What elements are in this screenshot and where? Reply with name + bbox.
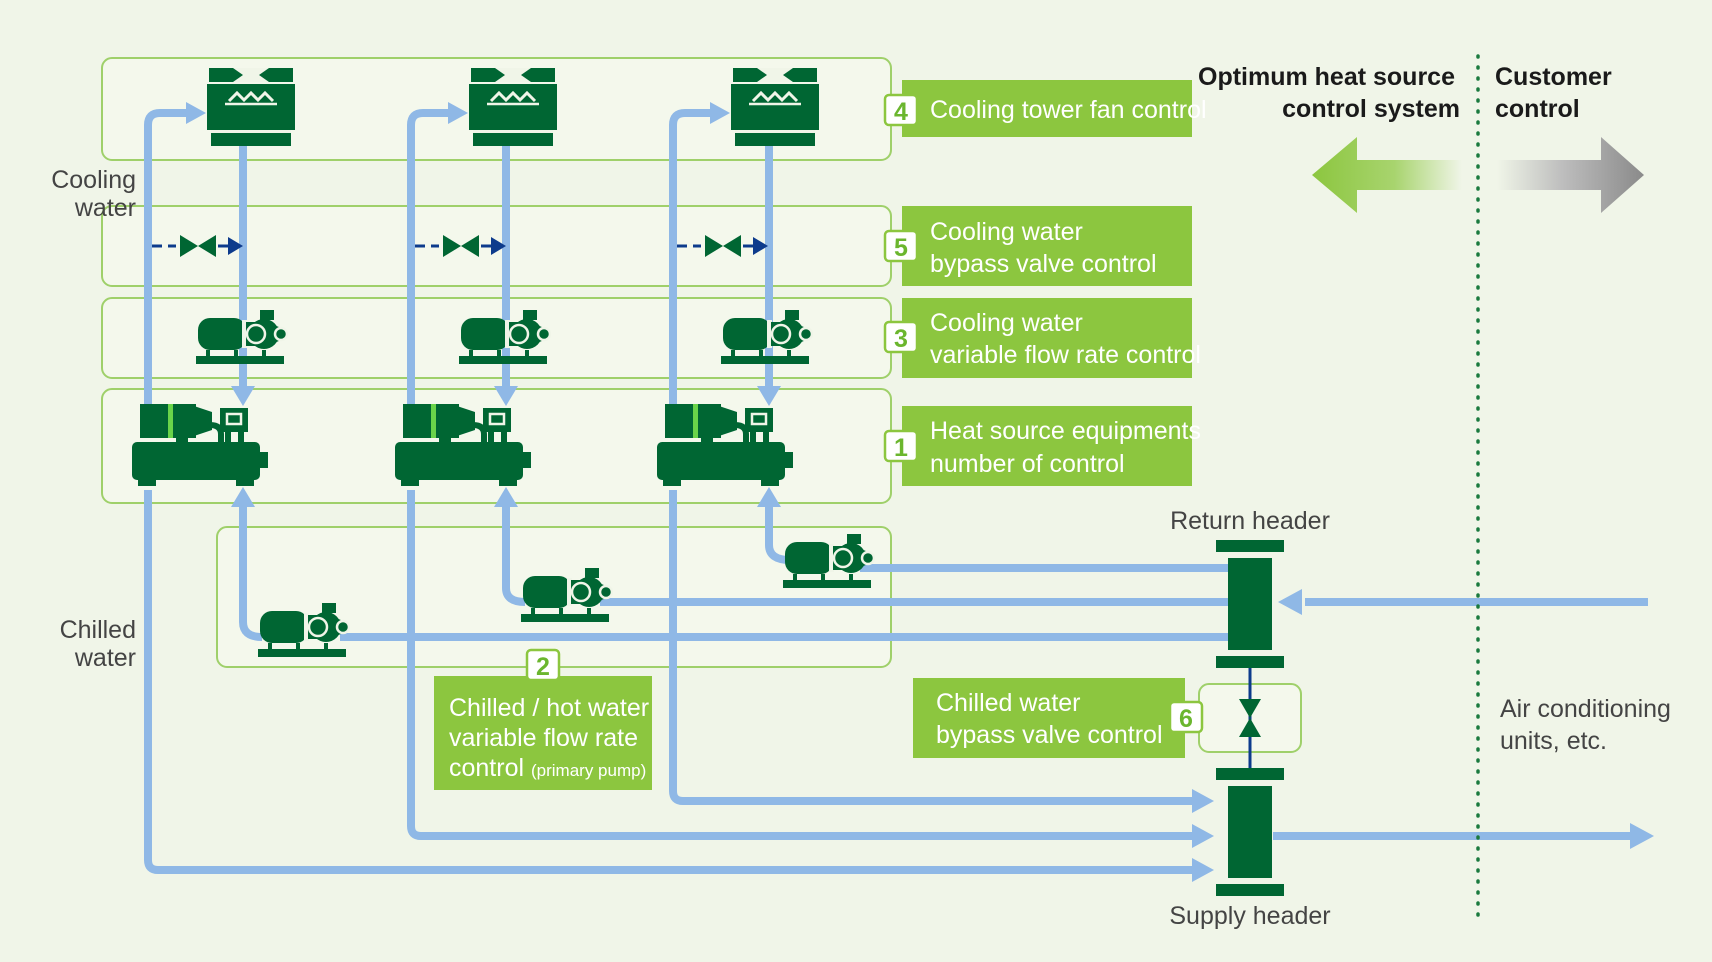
control-number: 6: [1179, 705, 1193, 733]
control-box-3: 3 Cooling water variable flow rate contr…: [883, 298, 1201, 378]
scope-labels: Optimum heat source control system Custo…: [1198, 63, 1612, 123]
control-label: Heat source equipments: [930, 417, 1201, 445]
control-box-6: 6 Chilled water bypass valve control: [913, 678, 1204, 758]
cooling-water-riser-2: [407, 109, 452, 408]
air-conditioning-label: Air conditioning: [1500, 695, 1671, 723]
cooling-water-riser-1: [144, 109, 190, 408]
control-label: Chilled / hot water: [449, 694, 649, 722]
return-header-label: Return header: [1170, 507, 1330, 535]
chiller-icon: [395, 404, 531, 488]
chillers: [132, 404, 793, 488]
control-label: Cooling water: [930, 218, 1083, 246]
customer-scope-arrow: [1497, 137, 1644, 213]
pump-to-chiller-2: [502, 505, 526, 606]
customer-scope-label: control: [1495, 95, 1580, 123]
control-number: 2: [536, 653, 550, 681]
chiller-icon: [657, 404, 793, 488]
cooling-tower-icon: [207, 68, 295, 148]
control-label: control (primary pump): [449, 754, 646, 782]
control-box-2: 2 Chilled / hot water variable flow rate…: [434, 648, 652, 790]
optimum-scope-arrow: [1312, 137, 1462, 213]
control-number: 4: [894, 98, 908, 126]
customer-scope-label: Customer: [1495, 63, 1612, 91]
two-way-valve-icon: [1239, 668, 1261, 768]
control-label: Cooling water: [930, 309, 1083, 337]
control-label: variable flow rate: [449, 724, 638, 752]
control-number: 1: [894, 434, 908, 462]
chiller-icon: [132, 404, 268, 488]
chilled-water-label: water: [74, 644, 136, 672]
three-way-valve-icon: [677, 235, 768, 257]
pipes: [144, 109, 1648, 874]
control-box-4: 4 Cooling tower fan control: [883, 80, 1207, 137]
pipe-arrows: [186, 102, 1654, 882]
optimum-scope-label: control system: [1282, 95, 1460, 123]
pump-to-chiller-1: [239, 505, 263, 641]
three-way-valve-icon: [152, 235, 243, 257]
control-number: 5: [894, 234, 908, 262]
cooling-water-label: Cooling: [51, 166, 136, 194]
control-label: Chilled water: [936, 689, 1081, 717]
chilled-supply-line-1: [144, 490, 1195, 874]
control-label: number of control: [930, 450, 1125, 478]
control-box-5: 5 Cooling water bypass valve control: [883, 206, 1192, 286]
side-labels: Cooling water Chilled water: [51, 166, 136, 672]
supply-header-label: Supply header: [1169, 902, 1330, 930]
control-label: variable flow rate control: [930, 341, 1201, 369]
cooling-water-label: water: [74, 194, 136, 222]
cooling-tower-icon: [469, 68, 557, 148]
three-way-valve-icon: [415, 235, 506, 257]
chilled-supply-line-2: [407, 490, 1195, 840]
control-label-suffix: (primary pump): [531, 761, 646, 780]
cooling-bypass-valves: [152, 235, 768, 257]
control-label: bypass valve control: [936, 721, 1163, 749]
control-number: 3: [894, 325, 908, 353]
cooling-tower-icon: [731, 68, 819, 148]
supply-header: [1216, 768, 1284, 896]
cooling-water-riser-3: [669, 109, 714, 408]
optimum-scope-label: Optimum heat source: [1198, 63, 1455, 91]
control-label: bypass valve control: [930, 250, 1157, 278]
chilled-supply-line-3: [669, 490, 1195, 805]
air-conditioning-label: units, etc.: [1500, 727, 1607, 755]
control-label: Cooling tower fan control: [930, 96, 1207, 124]
control-box-1: 1 Heat source equipments number of contr…: [883, 406, 1201, 486]
return-header: [1216, 540, 1284, 668]
chilled-water-label: Chilled: [60, 616, 136, 644]
